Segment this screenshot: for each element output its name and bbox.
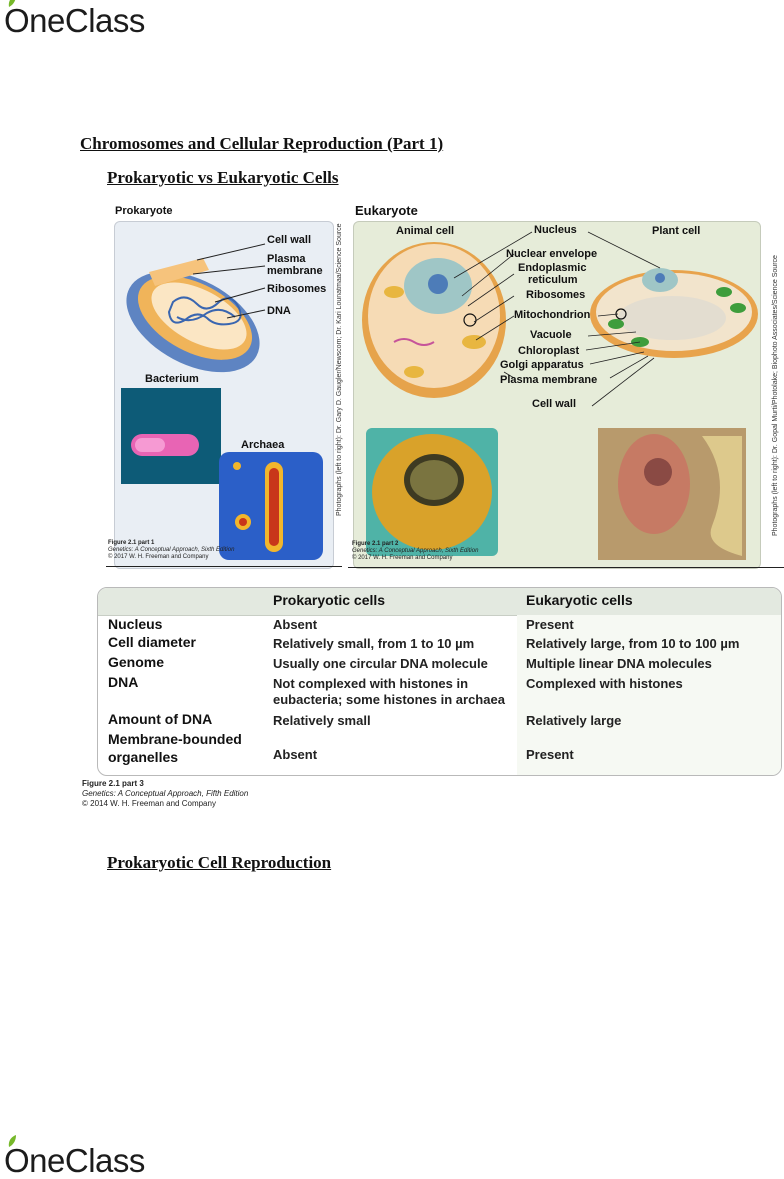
row-label-dna: DNA <box>108 674 139 690</box>
cell-prok-genome: Usually one circular DNA molecule <box>273 656 488 671</box>
section-heading-prok-vs-euk: Prokaryotic vs Eukaryotic Cells <box>107 168 339 187</box>
comparison-table: Prokaryotic cells Eukaryotic cells Nucle… <box>97 587 782 776</box>
cell-prok-dna-line1: Not complexed with histones in <box>273 676 469 691</box>
label-nuclear-envelope: Nuclear envelope <box>506 248 598 260</box>
leaf-icon <box>8 1135 16 1147</box>
label-dna: DNA <box>267 305 291 317</box>
label-plasma: Plasma <box>267 253 306 265</box>
cell-prok-dna-line2: eubacteria; some histones in archaea <box>273 692 505 707</box>
row-label-membrane-bounded: Membrane-bounded <box>108 731 242 747</box>
cell-prok-organelles: Absent <box>273 747 318 762</box>
prokaryote-title: Prokaryote <box>115 205 173 217</box>
oneclass-logo-footer: OneClass <box>4 1135 145 1177</box>
label-archaea: Archaea <box>241 439 285 451</box>
cell-prok-nucleus: Absent <box>273 617 318 632</box>
cell-prok-diameter: Relatively small, from 1 to 10 µm <box>273 636 475 651</box>
label-bacterium: Bacterium <box>145 373 199 385</box>
table-header <box>98 588 781 616</box>
label-golgi: Golgi apparatus <box>500 359 584 371</box>
row-label-cell-diameter: Cell diameter <box>108 634 196 650</box>
document-title: Chromosomes and Cellular Reproduction (P… <box>80 134 444 153</box>
cell-euk-organelles: Present <box>526 747 574 762</box>
oneclass-logo: OneClass <box>4 0 145 37</box>
cell-euk-diameter: Relatively large, from 10 to 100 µm <box>526 636 740 651</box>
eukaryote-title: Eukaryote <box>355 203 418 218</box>
figure-cell-comparison: Prokaryote Cell wall Plas <box>108 200 784 570</box>
table-eukaryotic-column-bg <box>517 615 781 775</box>
cell-euk-dna: Complexed with histones <box>526 676 683 691</box>
photo-credit-left: Photographs (left to right): Dr. Gary D.… <box>336 223 343 516</box>
label-vacuole: Vacuole <box>530 329 572 341</box>
caption-fig-part3: Figure 2.1 part 3 Genetics: A Conceptual… <box>82 779 249 808</box>
caption-divider-right <box>348 567 784 568</box>
caption-divider-left <box>106 566 342 567</box>
label-ribosomes-euk: Ribosomes <box>526 289 586 301</box>
caption-fig-part1: Figure 2.1 part 1 Genetics: A Conceptual… <box>108 540 235 560</box>
section-heading-prok-reproduction: Prokaryotic Cell Reproduction <box>107 853 332 872</box>
label-animal-cell: Animal cell <box>396 225 455 237</box>
label-membrane: membrane <box>267 265 323 277</box>
label-ribosomes: Ribosomes <box>267 283 327 295</box>
label-endoplasmic: Endoplasmic <box>518 262 587 274</box>
eukaryote-panel: Animal cell Plant cell Nucleus Nuclear e… <box>353 221 761 569</box>
row-label-amount-dna: Amount of DNA <box>108 711 213 727</box>
label-cell-wall: Cell wall <box>267 234 312 246</box>
leaf-icon <box>8 0 16 7</box>
header-prokaryotic: Prokaryotic cells <box>273 592 386 608</box>
cell-euk-genome: Multiple linear DNA molecules <box>526 656 712 671</box>
label-plant-cell: Plant cell <box>652 225 701 237</box>
label-reticulum: reticulum <box>528 274 578 286</box>
header-eukaryotic: Eukaryotic cells <box>526 592 633 608</box>
prokaryote-panel: Cell wall Plasma membrane Ribosomes DNA … <box>114 221 334 569</box>
label-chloroplast: Chloroplast <box>518 345 580 357</box>
caption-fig-part2: Figure 2.1 part 2 Genetics: A Conceptual… <box>352 541 479 561</box>
cell-euk-amount: Relatively large <box>526 713 622 728</box>
row-label-nucleus: Nucleus <box>108 616 163 632</box>
cell-euk-nucleus: Present <box>526 617 574 632</box>
cell-prok-amount: Relatively small <box>273 713 371 728</box>
row-label-genome: Genome <box>108 654 165 670</box>
row-label-organelles: organelles <box>108 749 179 765</box>
prokaryote-illustration <box>121 243 323 560</box>
label-nucleus: Nucleus <box>534 224 577 236</box>
label-plasma-membrane: Plasma membrane <box>500 374 598 386</box>
eukaryote-illustration <box>362 231 758 560</box>
photo-credit-right: Photographs (left to right): Dr. Gopal M… <box>772 255 779 536</box>
label-cell-wall-euk: Cell wall <box>532 398 577 410</box>
label-mitochondrion: Mitochondrion <box>514 309 591 321</box>
